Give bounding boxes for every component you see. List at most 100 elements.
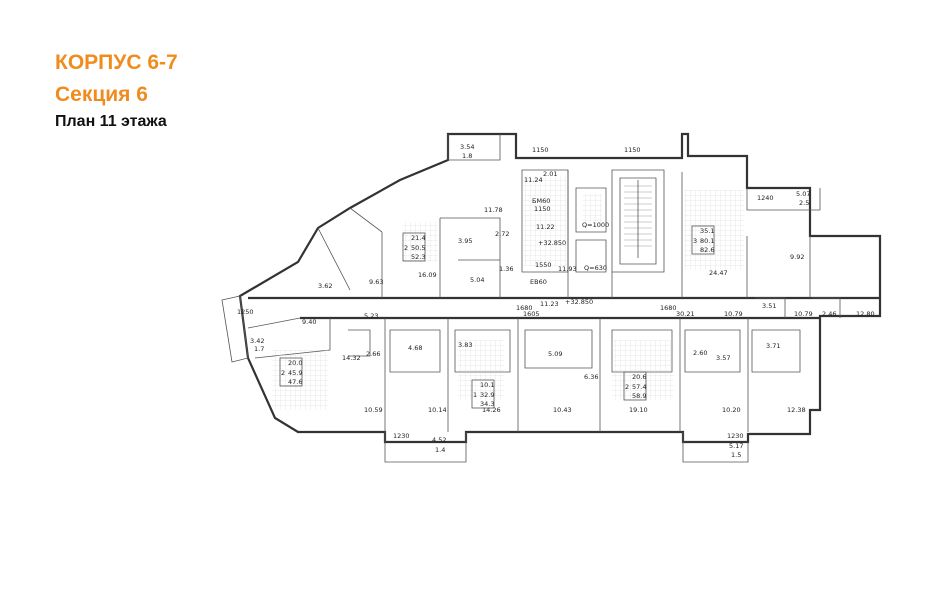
room-label: 1230 xyxy=(393,432,410,440)
room-label: 5.04 xyxy=(470,276,484,284)
room-label: 1150 xyxy=(532,146,549,154)
room-label: 12.80 xyxy=(856,310,875,318)
room-label: +32.850 xyxy=(538,239,566,247)
room-label: 1550 xyxy=(535,261,552,269)
room-label: БМ60 xyxy=(532,197,550,205)
room-label: 10.20 xyxy=(722,406,741,414)
svg-text:2: 2 xyxy=(281,369,285,377)
room-label: 3.95 xyxy=(458,237,472,245)
svg-text:82.6: 82.6 xyxy=(700,246,714,254)
room-label: 3.83 xyxy=(458,341,472,349)
svg-text:47.6: 47.6 xyxy=(288,378,302,386)
room-label: 4.68 xyxy=(408,344,422,352)
room-label: 9.63 xyxy=(369,278,383,286)
svg-text:2: 2 xyxy=(625,383,629,391)
room-label: 4.52 xyxy=(432,436,446,444)
room-label: 1250 xyxy=(237,308,254,316)
building-title: КОРПУС 6-7 xyxy=(55,51,178,74)
room-label: 3.42 xyxy=(250,337,264,345)
svg-text:2: 2 xyxy=(404,244,408,252)
svg-text:52.3: 52.3 xyxy=(411,253,425,261)
room-label: 5.23 xyxy=(364,312,378,320)
plan-titles: КОРПУС 6-7 Секция 6 План 11 этажа xyxy=(55,46,178,134)
room-label: 24.47 xyxy=(709,269,728,277)
room-label: 10.43 xyxy=(553,406,572,414)
svg-text:80.1: 80.1 xyxy=(700,237,714,245)
tiled-zones xyxy=(272,176,744,410)
room-label: 1.5 xyxy=(731,451,741,459)
interior-walls xyxy=(247,169,880,432)
room-label: 10.59 xyxy=(364,406,383,414)
room-label: 3.54 xyxy=(460,143,474,151)
room-label: 10.79 xyxy=(794,310,813,318)
building-outline xyxy=(221,132,882,463)
apartment-box: 20.6 2 57.4 58.9 xyxy=(623,371,646,401)
room-label: 5.07 xyxy=(796,190,810,198)
room-label: 1.36 xyxy=(499,265,513,273)
room-label: Q=1000 xyxy=(582,221,609,229)
svg-text:20.6: 20.6 xyxy=(632,373,646,381)
svg-text:1: 1 xyxy=(473,391,477,399)
room-label: 1680 xyxy=(516,304,533,312)
room-label: +32.850 xyxy=(565,298,593,306)
room-label: 2.72 xyxy=(495,230,509,238)
room-label: 2.01 xyxy=(543,170,557,178)
room-label: 2.46 xyxy=(822,310,836,318)
svg-text:35.1: 35.1 xyxy=(700,227,714,235)
room-labels: 3.54 1.8 1150 1150 11.24 2.01 БМ60 1150 … xyxy=(237,143,875,459)
room-label: 11.24 xyxy=(524,176,543,184)
room-label: 16.09 xyxy=(418,271,437,279)
room-label: 11.23 xyxy=(540,300,559,308)
room-label: 5.09 xyxy=(548,350,562,358)
apartment-box: 20.0 2 45.9 47.6 xyxy=(279,357,302,387)
room-label: 12.38 xyxy=(787,406,806,414)
room-label: 3.62 xyxy=(318,282,332,290)
room-label: 14.26 xyxy=(482,406,501,414)
room-label: 1.8 xyxy=(462,152,472,160)
svg-text:32.9: 32.9 xyxy=(480,391,494,399)
floor-plan-title: План 11 этажа xyxy=(55,113,167,130)
room-label: 14.32 xyxy=(342,354,361,362)
room-label: 1680 xyxy=(660,304,677,312)
room-label: Q=630 xyxy=(584,264,607,272)
room-label: 11.22 xyxy=(536,223,555,231)
section-title: Секция 6 xyxy=(55,83,148,106)
room-label: 6.36 xyxy=(584,373,598,381)
room-label: 11.93 xyxy=(558,265,577,273)
room-label: 10.14 xyxy=(428,406,447,414)
room-label: 2.60 xyxy=(693,349,707,357)
room-label: 1605 xyxy=(523,310,540,318)
staircase xyxy=(624,180,652,258)
room-label: 1150 xyxy=(624,146,641,154)
svg-text:57.4: 57.4 xyxy=(632,383,646,391)
apartment-box: 21.4 2 50.5 52.3 xyxy=(402,232,425,262)
apartment-box: 10.1 1 32.9 34.3 xyxy=(471,379,494,409)
room-label: 5.17 xyxy=(729,442,743,450)
apartment-box: 35.1 3 80.1 82.6 xyxy=(691,225,714,255)
room-label: 1230 xyxy=(727,432,744,440)
room-label: ЕВ60 xyxy=(530,278,547,286)
svg-text:50.5: 50.5 xyxy=(411,244,425,252)
room-label: 9.92 xyxy=(790,253,804,261)
svg-text:45.9: 45.9 xyxy=(288,369,302,377)
room-label: 1.4 xyxy=(435,446,445,454)
room-label: 3.71 xyxy=(766,342,780,350)
svg-text:20.0: 20.0 xyxy=(288,359,302,367)
room-label: 30.21 xyxy=(676,310,695,318)
room-label: 1240 xyxy=(757,194,774,202)
room-label: 19.10 xyxy=(629,406,648,414)
svg-text:34.3: 34.3 xyxy=(480,400,494,408)
room-label: 3.57 xyxy=(716,354,730,362)
room-label: 2.5 xyxy=(799,199,809,207)
room-label: 10.79 xyxy=(724,310,743,318)
room-label: 1150 xyxy=(534,205,551,213)
svg-text:3: 3 xyxy=(693,237,697,245)
room-label: 9.40 xyxy=(302,318,316,326)
svg-text:21.4: 21.4 xyxy=(411,234,425,242)
svg-text:58.9: 58.9 xyxy=(632,392,646,400)
room-label: 11.78 xyxy=(484,206,503,214)
svg-text:10.1: 10.1 xyxy=(480,381,494,389)
room-label: 1.7 xyxy=(254,345,264,353)
room-label: 3.51 xyxy=(762,302,776,310)
